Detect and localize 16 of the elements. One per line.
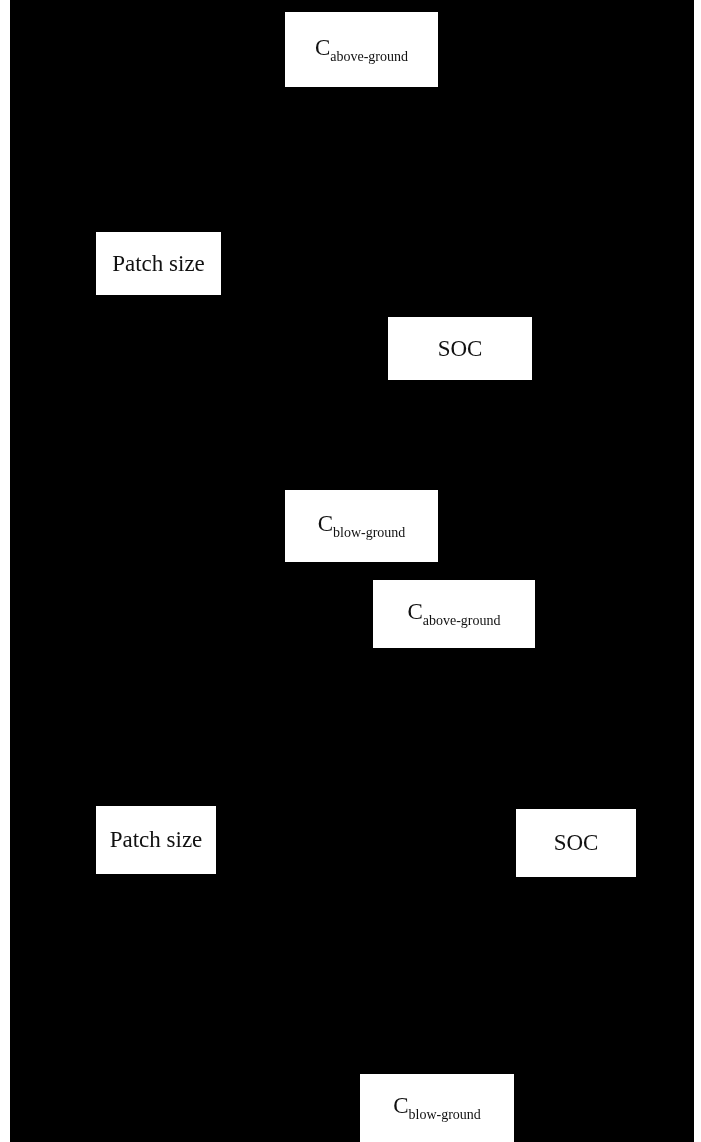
variable-box [360,1074,514,1142]
variable-box [96,806,216,874]
variable-label: SOC [553,829,599,857]
variable-box [373,580,535,648]
variable-label: Patch size [109,826,203,854]
variable-box [285,12,438,87]
variable-label: SOC [437,334,483,363]
variable-label: C$_{above-ground}$ [314,33,409,66]
variable-label: C$_{blow-ground}$ [393,1092,481,1124]
variable-box [285,490,438,562]
variable-label: C$_{blow-ground}$ [317,510,406,542]
variable-label: Patch size [112,249,205,278]
variable-box [516,809,636,877]
variable-box [96,232,221,295]
variable-box [388,317,532,380]
variable-label: C$_{above-ground}$ [407,598,501,630]
